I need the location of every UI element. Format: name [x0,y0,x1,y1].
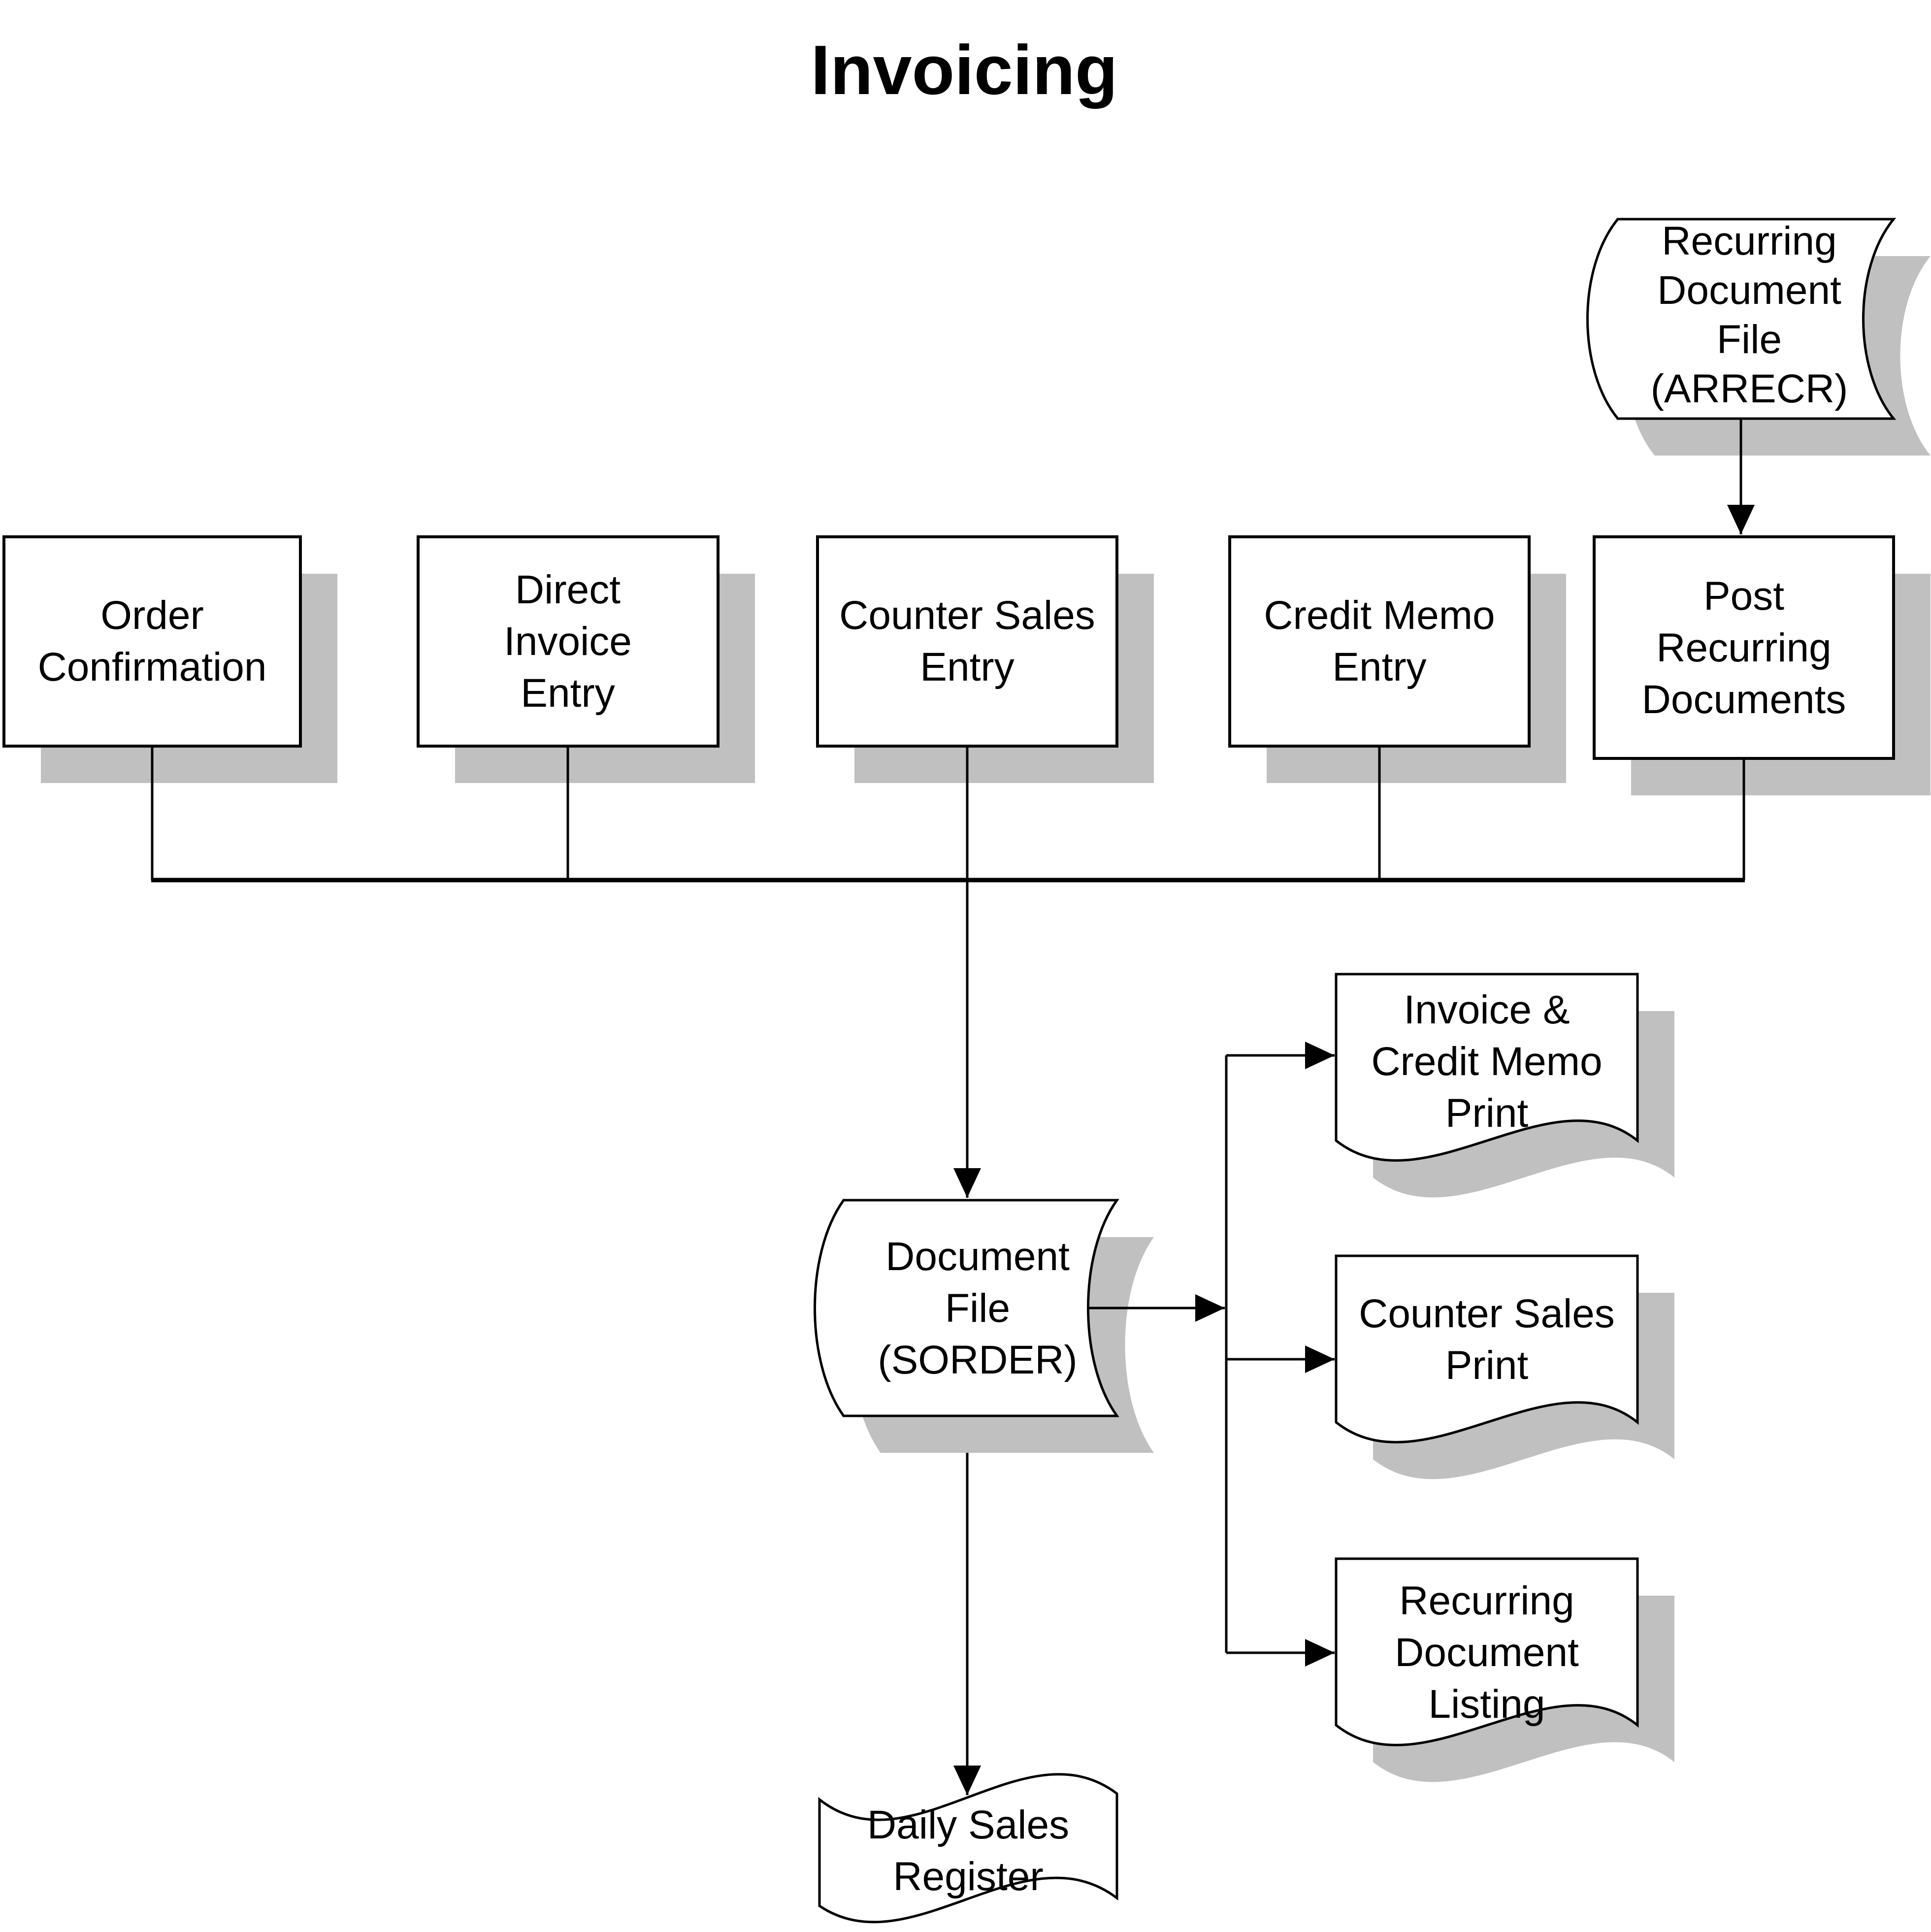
sorder-label: Document File (SORDER) [878,1234,1078,1382]
direct-invoice-entry-box [417,535,720,748]
daily-sales-register-shape [818,1773,1118,1924]
counter-sales-entry-box [816,535,1118,748]
credit-memo-entry-box [1228,535,1531,748]
post-recurring-documents-label: Post Recurring Documents [1641,574,1846,722]
invoice-credit-memo-print-document [1335,973,1639,1162]
counter-sales-print-document [1335,1254,1639,1443]
counter-sales-print-label: Counter Sales Print [1359,1291,1615,1388]
post-recurring-documents-box [1593,535,1895,760]
direct-invoice-entry-label: Direct Invoice Entry [504,567,632,716]
diagram-title: Invoicing [811,31,1118,109]
invoice-credit-memo-print-label: Invoice & Credit Memo Print [1371,987,1603,1136]
recurring-document-listing-label: Recurring Document Listing [1395,1578,1579,1727]
sorder-stored-data-shape [814,1199,1119,1417]
counter-sales-entry-label: Counter Sales Entry [839,593,1095,689]
daily-sales-register-label: Daily Sales Register [867,1802,1070,1899]
arrecr-stored-data-shape [1586,218,1897,420]
arrecr-label: Recurring Document File (ARRECR) [1650,219,1848,411]
order-confirmation-label: Order Confirmation [37,593,267,689]
recurring-document-listing-document [1335,1557,1639,1746]
order-confirmation-box [2,535,302,748]
credit-memo-entry-label: Credit Memo Entry [1264,593,1495,689]
